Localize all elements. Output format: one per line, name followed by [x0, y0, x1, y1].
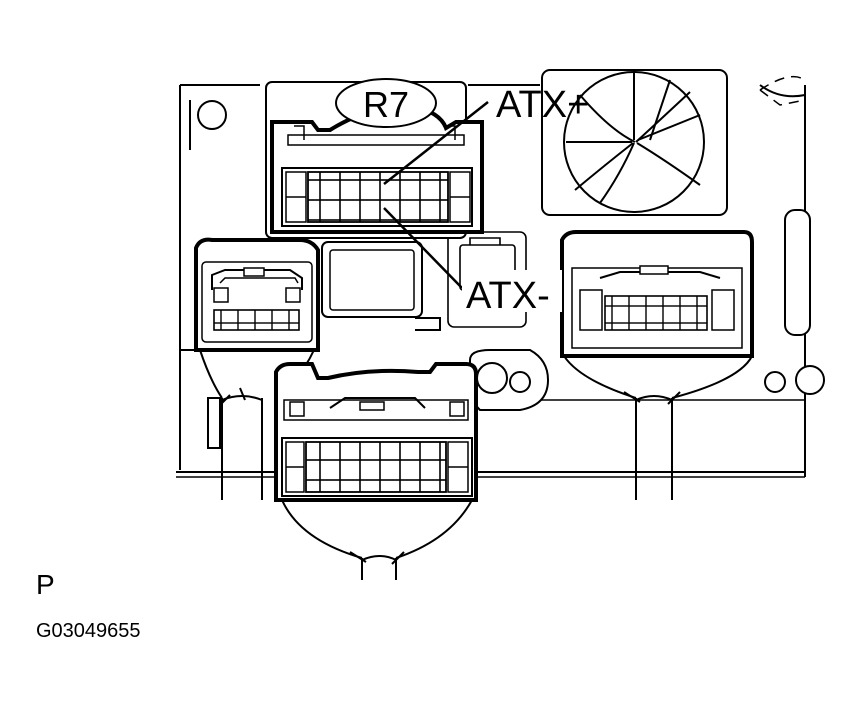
- view-code: P: [36, 569, 55, 600]
- dashed-component-outline: [759, 75, 806, 106]
- right-pin-grid: [604, 295, 708, 331]
- atx-minus-label: ATX-: [466, 275, 550, 317]
- right-mounting-holes: [764, 365, 825, 395]
- side-bracket: [784, 209, 811, 336]
- connector-id-ellipse: [335, 78, 437, 128]
- mounting-hole-left: [197, 100, 227, 130]
- connector-right: [560, 230, 754, 358]
- atx-minus-label-bg: [462, 270, 562, 312]
- center-socket: [321, 241, 441, 331]
- bottom-pin-grid: [305, 441, 447, 493]
- figure-code: G03049655: [36, 620, 141, 642]
- cooling-fan: [541, 69, 728, 216]
- atx-plus-leader: [383, 101, 489, 185]
- atx-plus-label: ATX+: [496, 84, 589, 126]
- right-wire-harness: [563, 355, 753, 500]
- atx-minus-leader: [383, 207, 463, 289]
- bottom-wire-harness: [281, 499, 473, 580]
- r7-pin-grid: [307, 171, 449, 223]
- connector-left: [194, 237, 320, 352]
- connector-bottom: [274, 362, 478, 502]
- connector-r7: [265, 81, 484, 239]
- mounting-tab: [469, 349, 550, 411]
- connector-id-label: R7: [363, 84, 409, 125]
- left-pin-grid: [213, 309, 300, 331]
